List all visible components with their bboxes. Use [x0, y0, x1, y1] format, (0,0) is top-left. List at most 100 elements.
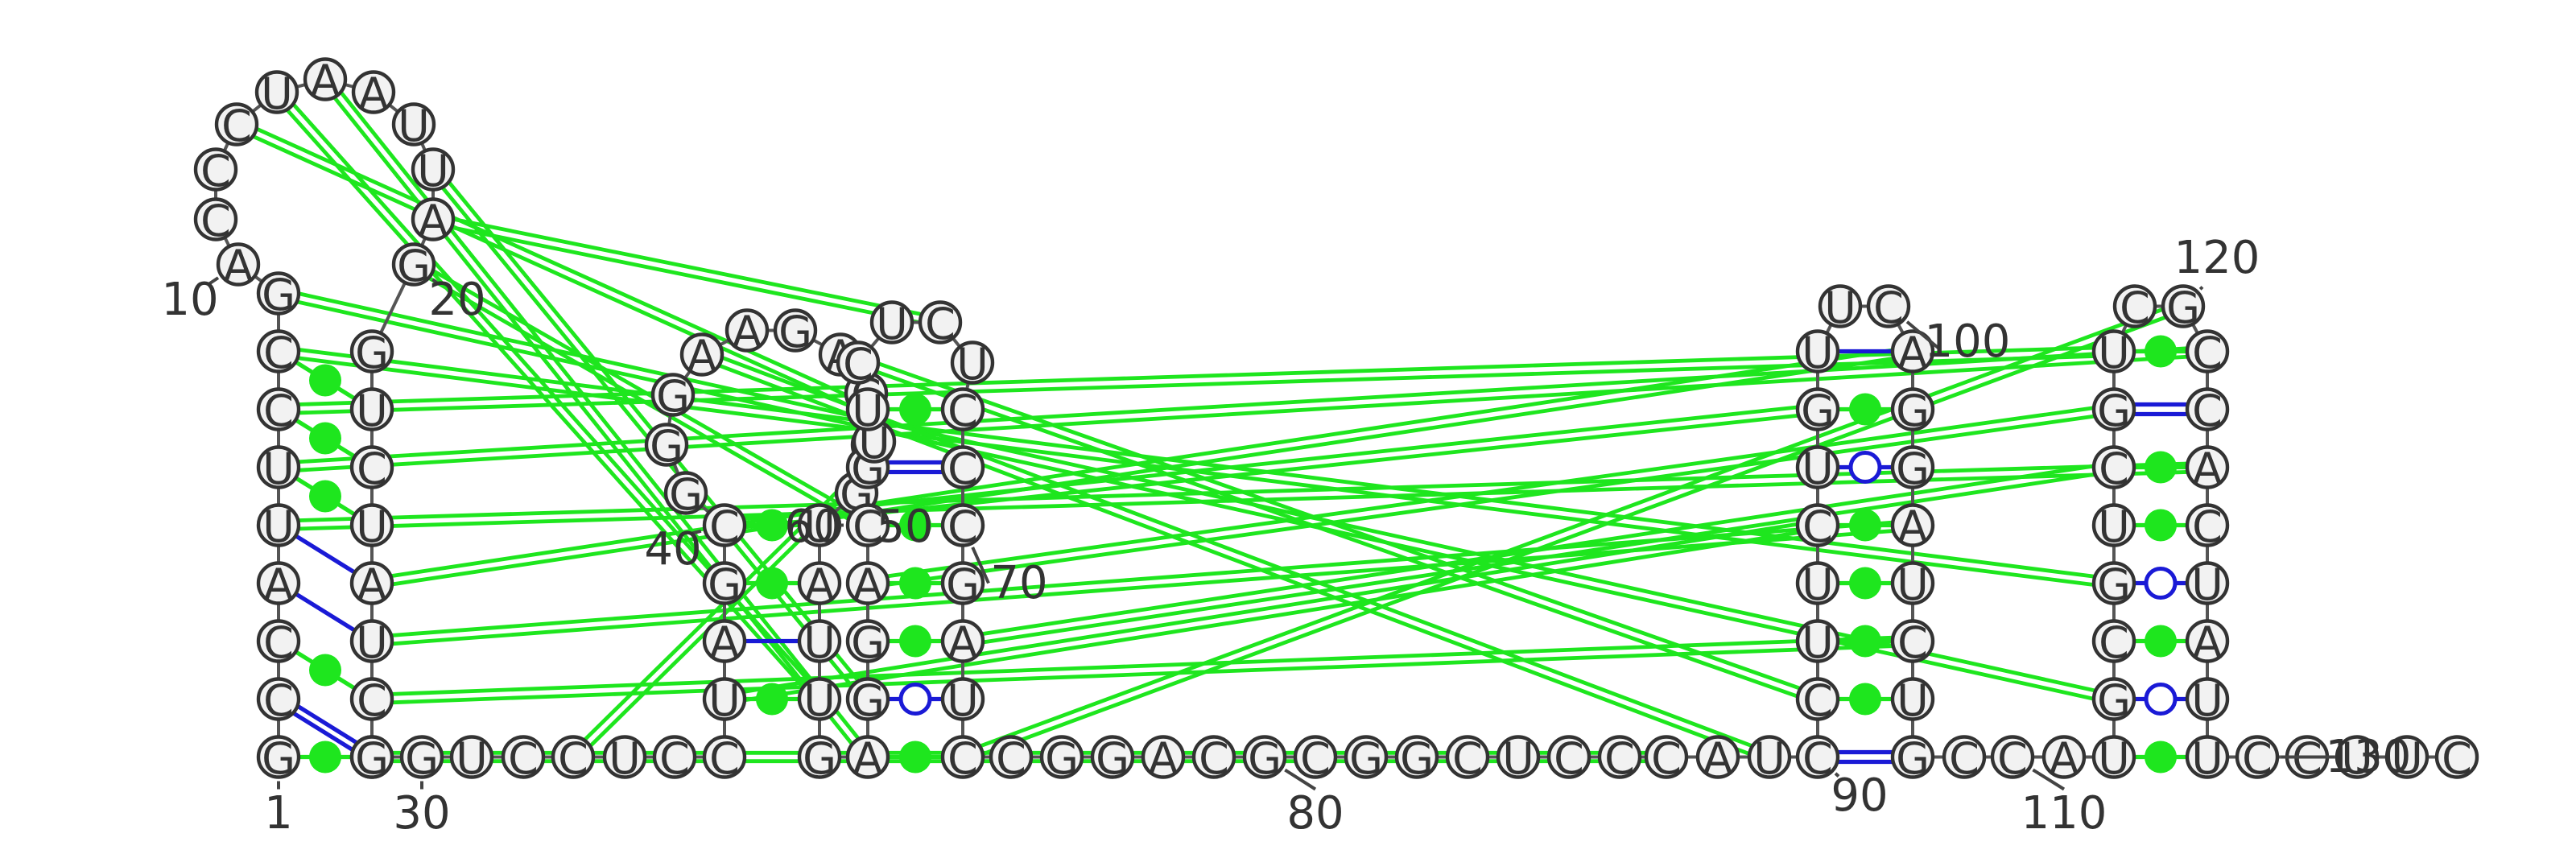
nucleotide: G [256, 733, 301, 784]
nucleotide-letter: C [947, 733, 978, 784]
nucleotide: U [2091, 328, 2136, 378]
nucleotide-circle [1890, 735, 1935, 779]
nucleotide-letter: U [1824, 283, 1856, 333]
position-label: 80 [1286, 787, 1344, 840]
nucleotide-letter: U [609, 733, 641, 784]
nucleotide-letter: C [357, 444, 387, 494]
nucleotide-letter: C [263, 386, 294, 436]
nucleotide-circle [1039, 735, 1084, 779]
nucleotide-circle [1090, 735, 1135, 779]
nucleotide-letter: U [956, 339, 989, 390]
nucleotide-letter: G [1896, 733, 1930, 784]
nucleotide: A [2041, 733, 2087, 784]
nucleotide-letter: A [2193, 617, 2223, 668]
noncanonical-pair-marker [1849, 509, 1881, 542]
nucleotide: U [254, 68, 299, 119]
nucleotide-letter: C [1300, 733, 1331, 784]
nucleotide: C [940, 733, 985, 784]
nucleotide-circle [349, 561, 394, 605]
nucleotide-circle [256, 387, 301, 431]
nucleotide-circle [2091, 503, 2136, 547]
nucleotide-circle [940, 619, 985, 663]
nucleotide: C [1795, 501, 1840, 552]
nucleotide-circle [2091, 619, 2136, 663]
position-tick [2032, 768, 2066, 791]
position-label: 60 [784, 501, 841, 553]
nucleotide-circle [1795, 561, 1840, 605]
tertiary-interaction [372, 643, 1913, 706]
nucleotide: C [1445, 733, 1490, 784]
nucleotide: C [1866, 283, 1911, 333]
nucleotide-letter: C [263, 328, 294, 378]
tertiary-interaction [278, 344, 2207, 465]
nucleotide: G [845, 675, 890, 726]
nucleotide-letter: C [947, 386, 978, 436]
nucleotide-circle [940, 445, 985, 489]
tertiary-interaction [724, 402, 1818, 523]
nucleotide-letter: A [224, 241, 254, 291]
nucleotide: U [2384, 733, 2429, 784]
nucleotide: U [1795, 617, 1840, 668]
nucleotide-letter: C [659, 733, 690, 784]
nucleotide-circle [1890, 677, 1935, 721]
nucleotide: C [1795, 733, 1840, 784]
nucleotide-circle [501, 735, 546, 779]
nucleotide-circle [940, 387, 985, 431]
nucleotide-letter: U [947, 675, 979, 726]
position-label: 1 [264, 787, 293, 840]
nucleotide-circle [449, 735, 494, 779]
nucleotide-circle [254, 70, 299, 114]
nucleotide: C [214, 101, 259, 151]
nucleotide-circle [1795, 503, 1840, 547]
nucleotide-letter: C [1897, 617, 1928, 668]
nucleotide: C [501, 733, 546, 784]
nucleotide-letter: A [1149, 733, 1179, 784]
nucleotide-letter: U [1802, 328, 1834, 378]
noncanonical-pair-marker [309, 480, 341, 513]
nucleotide: U [2334, 733, 2380, 784]
nucleotide: G [1890, 733, 1935, 784]
nucleotide-circle [2334, 735, 2380, 779]
nucleotide-circle [773, 308, 818, 353]
nucleotide-circle [391, 102, 436, 146]
nucleotide-layer: GCCAUUCCGACCCUAAUUAGGUCUAUCGGGUCCUCCUAGC… [193, 56, 2479, 784]
nucleotide: U [797, 617, 842, 668]
nucleotide-circle [193, 197, 238, 241]
nucleotide: C [1546, 733, 1591, 784]
noncanonical-pair-marker [756, 567, 788, 600]
nucleotide-circle [1795, 619, 1840, 663]
nucleotide-letter: U [852, 386, 884, 436]
nucleotide-letter: A [264, 559, 294, 610]
nucleotide: C [256, 328, 301, 378]
tertiary-interaction [963, 469, 2116, 648]
wobble-pair-marker [2144, 683, 2178, 716]
noncanonical-pair-marker [1849, 625, 1881, 658]
nucleotide: C [256, 675, 301, 726]
nucleotide-letter: U [803, 501, 836, 552]
nucleotide-letter: C [357, 675, 387, 726]
nucleotide: C [845, 501, 890, 552]
nucleotide-letter: C [1452, 733, 1483, 784]
nucleotide-circle [940, 503, 985, 547]
position-label: 100 [1925, 316, 2011, 368]
nucleotide-letter: C [2192, 501, 2223, 552]
nucleotide-letter: G [1801, 386, 1835, 436]
tertiary-interaction [963, 308, 2186, 763]
nucleotide-letter: C [2120, 283, 2150, 333]
nucleotide: C [349, 444, 394, 494]
nucleotide: C [1644, 733, 1689, 784]
nucleotide: G [1242, 733, 1287, 784]
nucleotide-circle [1191, 735, 1236, 779]
nucleotide-letter: G [2097, 386, 2131, 436]
nucleotide-letter: U [417, 146, 449, 196]
nucleotide: G [702, 559, 747, 610]
nucleotide: A [2185, 444, 2230, 494]
nucleotide-letter: C [1199, 733, 1229, 784]
nucleotide-circle [2091, 445, 2136, 489]
nucleotide-circle [2091, 387, 2136, 431]
nucleotide: G [349, 328, 394, 378]
noncanonical-pair-marker [899, 741, 931, 774]
position-label: 90 [1831, 769, 1888, 822]
nucleotide-letter: A [853, 733, 883, 784]
nucleotide-circle [1496, 735, 1541, 779]
